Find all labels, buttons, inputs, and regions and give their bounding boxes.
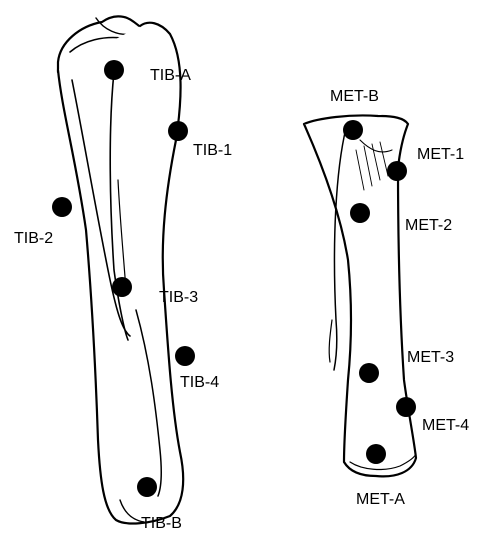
tib-a-marker — [104, 60, 124, 80]
met-2-marker — [350, 203, 370, 223]
tib-4-label: TIB-4 — [180, 374, 219, 391]
met-4-label: MET-4 — [422, 417, 469, 434]
tib-3-label: TIB-3 — [159, 289, 198, 306]
met-4-marker — [396, 397, 416, 417]
tib-4-marker — [175, 346, 195, 366]
tib-2-marker — [52, 197, 72, 217]
tib-b-marker — [137, 477, 157, 497]
met-1-label: MET-1 — [417, 146, 464, 163]
met-b-marker — [343, 120, 363, 140]
met-b-label: MET-B — [330, 88, 379, 105]
met-2-label: MET-2 — [405, 217, 452, 234]
tibia-bone-drawing — [58, 16, 183, 523]
tib-2-label: TIB-2 — [14, 230, 53, 247]
tib-3-marker — [112, 277, 132, 297]
met-a-label: MET-A — [356, 491, 405, 508]
met-a-marker — [366, 444, 386, 464]
met-3-marker — [359, 363, 379, 383]
met-1-marker — [387, 161, 407, 181]
tib-1-label: TIB-1 — [193, 142, 232, 159]
tib-1-marker — [168, 121, 188, 141]
met-3-label: MET-3 — [407, 349, 454, 366]
tib-a-label: TIB-A — [150, 67, 191, 84]
tib-b-label: TIB-B — [141, 515, 182, 532]
